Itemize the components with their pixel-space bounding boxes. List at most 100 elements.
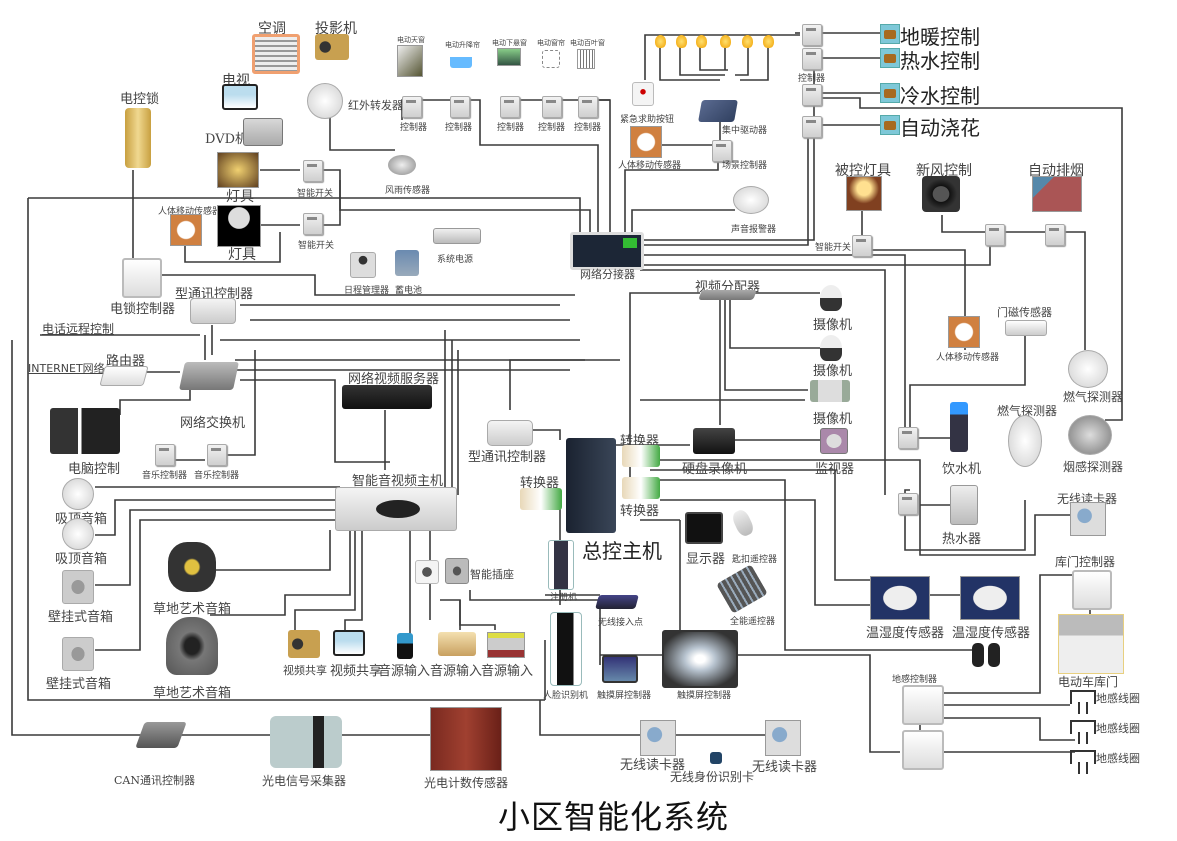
light-bulb-icon: [742, 35, 753, 48]
net-switch-label: 网络交换机: [180, 416, 246, 431]
comm-controller-2[interactable]: [487, 420, 533, 446]
video-share1-label: 视频共享: [283, 664, 327, 677]
battery-icon: [395, 250, 419, 276]
controller-5[interactable]: [578, 96, 598, 118]
wire: [440, 599, 461, 630]
controller2-label: 控制器: [445, 123, 473, 133]
wire: [631, 209, 735, 232]
wire: [509, 359, 620, 410]
wire: [640, 135, 809, 246]
wire: [119, 390, 191, 415]
music-controller-2[interactable]: [207, 444, 227, 466]
heater-controller[interactable]: [898, 493, 918, 515]
hot-water-controller[interactable]: [802, 48, 822, 70]
wire: [650, 469, 870, 581]
loop1-label: 地感线圈: [1096, 692, 1140, 705]
monitor-tv-icon: [820, 428, 848, 454]
floor-heat-controller[interactable]: [802, 24, 822, 46]
camera2-label: 摄像机: [813, 364, 853, 379]
network-splitter[interactable]: [570, 232, 644, 270]
smoke-controller[interactable]: [1045, 224, 1065, 246]
controller-3[interactable]: [500, 96, 520, 118]
wire: [160, 274, 575, 296]
wall-speaker-2-icon: [62, 637, 94, 671]
wire: [530, 429, 561, 440]
camera-3-icon: [810, 380, 850, 402]
converter2-label: 转换器: [620, 504, 660, 519]
wire: [320, 169, 591, 232]
converter-3[interactable]: [520, 488, 562, 510]
smart-socket[interactable]: [445, 558, 469, 584]
wireless-reader-1-icon: [1070, 502, 1106, 536]
light-bulb-icon: [696, 35, 707, 48]
central-driver-label: 集中驱动器: [722, 126, 768, 136]
av-host[interactable]: [335, 487, 457, 531]
temp-hum1-label: 温湿度传感器: [866, 626, 945, 641]
hot-water-label: 热水控制: [900, 49, 980, 73]
light-bulb-icon: [655, 35, 666, 48]
gas-detector2-label: 燃气探测器: [997, 404, 1058, 418]
wifi-ap-label: 无线接入点: [598, 618, 644, 628]
schedule-manager-icon: [350, 252, 376, 278]
emergency-button[interactable]: [632, 82, 654, 106]
motion-sensor-2-icon: [630, 126, 662, 158]
wire: [459, 600, 496, 630]
electric-lock-label: 电控锁: [120, 92, 160, 107]
net-video-server[interactable]: [342, 385, 432, 409]
battery-label: 蓄电池: [395, 286, 423, 296]
dvr-label: 硬盘录像机: [682, 462, 748, 477]
touch-controller-2-icon: [662, 630, 738, 688]
smart-switch-1[interactable]: [303, 160, 323, 182]
network-switch[interactable]: [179, 362, 239, 390]
auto-water-controller[interactable]: [802, 116, 822, 138]
lamp1-label: 灯具: [226, 189, 254, 205]
cold-water-controller[interactable]: [802, 84, 822, 106]
loop-coil-icon: [1070, 750, 1096, 774]
lawn-speaker-stump-icon: [168, 542, 216, 592]
wire: [225, 350, 256, 456]
controller-4[interactable]: [542, 96, 562, 118]
emergency-btn-label: 紧急求助按钮: [620, 115, 675, 125]
main-host[interactable]: [566, 438, 616, 533]
smart-switch-2[interactable]: [303, 213, 323, 235]
smoke-vent-icon: [1032, 176, 1082, 212]
music-controller-1[interactable]: [155, 444, 175, 466]
audio-in1-label: 音源输入: [378, 664, 431, 679]
schedule-mgr-label: 日程管理器: [344, 286, 390, 296]
converter-2[interactable]: [622, 477, 660, 499]
controller-2[interactable]: [450, 96, 470, 118]
video-share-projector-icon: [288, 630, 320, 658]
wire: [640, 254, 906, 430]
wire: [470, 99, 599, 232]
ir-transmitter-icon: [307, 83, 343, 119]
wire: [640, 269, 886, 495]
dispenser-controller[interactable]: [898, 427, 918, 449]
controller3-label: 控制器: [497, 123, 525, 133]
water-heater-icon: [950, 485, 978, 525]
universal-remote-label: 全能遥控器: [730, 617, 776, 627]
loop-controller-2[interactable]: [902, 730, 944, 770]
comm-controller-1[interactable]: [190, 298, 236, 324]
valve-icon: [880, 83, 900, 103]
video-distributor[interactable]: [698, 290, 757, 300]
photo-collector-label: 光电信号采集器: [262, 774, 347, 788]
fresh-air-controller[interactable]: [985, 224, 1005, 246]
garage-controller[interactable]: [1072, 570, 1112, 610]
wire: [539, 700, 640, 736]
scene-controller[interactable]: [712, 140, 732, 162]
loop-controller-1[interactable]: [902, 685, 944, 725]
converter-1[interactable]: [622, 445, 660, 467]
register-label: 注册机: [550, 593, 578, 603]
lawn-spk2-label: 草地艺术音箱: [153, 686, 232, 701]
ac-label: 空调: [258, 21, 286, 37]
wire: [740, 45, 769, 81]
dvd-source-icon: [487, 632, 525, 658]
id-card-icon: [710, 752, 722, 764]
smart-switch-3[interactable]: [852, 235, 872, 257]
controller-1[interactable]: [402, 96, 422, 118]
audio-in2-label: 音源输入: [430, 664, 483, 679]
wire: [320, 180, 341, 226]
valve-icon: [880, 24, 900, 44]
dvd-player-icon: [243, 118, 283, 146]
loop2-label: 地感线圈: [1096, 722, 1140, 735]
